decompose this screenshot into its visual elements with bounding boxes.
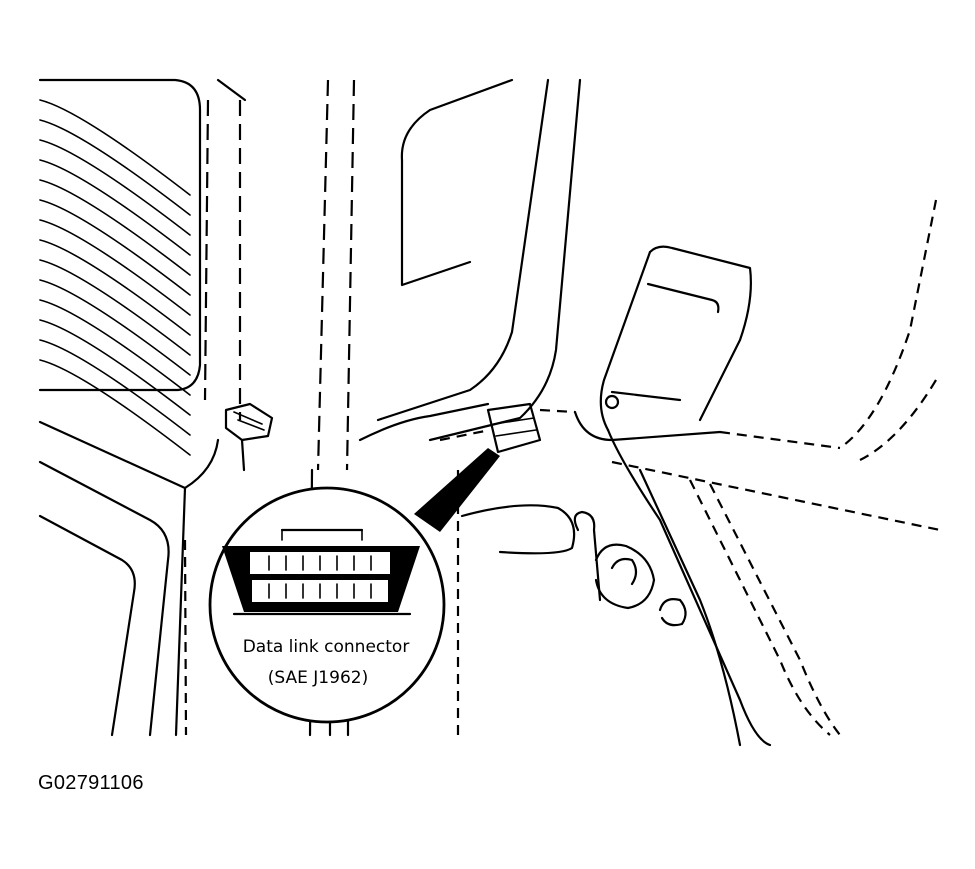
hatch-line [39,99,191,196]
hatch-line [39,159,191,256]
hatch-line [39,279,191,376]
pedal-assembly [460,245,772,747]
hatch-line [39,179,191,276]
hatch-line [39,319,191,416]
floor-outline [611,199,941,736]
callout-pointer [414,448,500,532]
data-link-connector-detail [222,546,420,616]
connector-location [439,402,576,454]
connector-label: Data link connector [243,637,410,657]
hatch-line [39,119,191,216]
hatch-line [39,359,191,456]
connector-standard-label: (SAE J1962) [268,668,368,688]
hatched-dash-panel [38,78,202,456]
hatch-line [39,259,191,356]
hatch-line [39,219,191,316]
hatch-line [39,239,191,336]
hatch-line [39,339,191,436]
figure-id: G02791106 [38,772,144,794]
bracket [224,402,274,472]
upper-trim-panels [358,78,582,442]
hatch-line [39,299,191,396]
lower-console-contours [38,420,220,737]
hatch-line [39,139,191,236]
hatch-line [39,199,191,296]
